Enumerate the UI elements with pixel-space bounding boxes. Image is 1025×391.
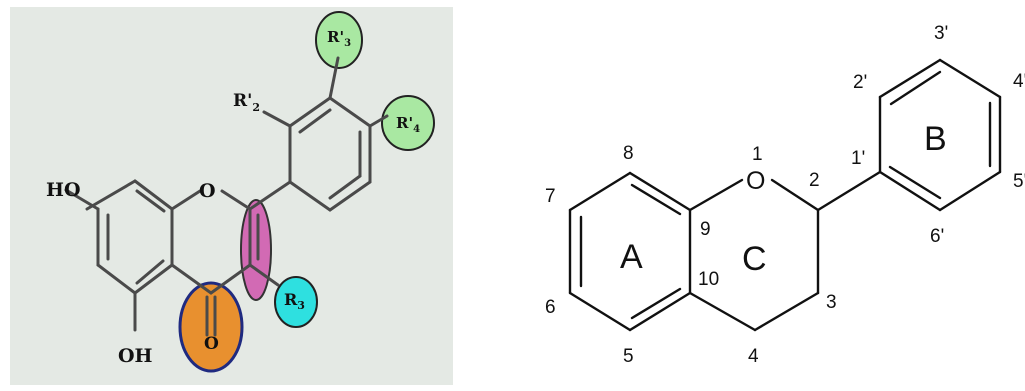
position-1-prime-label: 1'	[851, 148, 865, 169]
ring-b-right	[878, 58, 1002, 212]
ring-a-label: A	[620, 238, 643, 276]
position-8-label: 8	[623, 143, 634, 164]
position-6-label: 6	[545, 297, 556, 318]
ring-b-left	[262, 56, 389, 212]
position-6-prime-label: 6'	[930, 226, 944, 247]
oxygen-label: O	[746, 167, 765, 195]
r2-prime-label: R'2	[233, 91, 260, 114]
carbonyl-oxygen-label: O	[204, 334, 219, 354]
r4-prime-highlight	[381, 95, 435, 151]
position-5-prime-label: 5'	[1013, 171, 1025, 192]
position-4-label: 4	[748, 346, 759, 367]
position-2-label: 2	[809, 170, 820, 191]
position-3-prime-label: 3'	[934, 23, 948, 44]
ring-a-left	[64, 179, 174, 332]
ring-c-right	[688, 170, 882, 332]
r3-prime-highlight	[315, 11, 363, 69]
position-2-prime-label: 2'	[853, 72, 867, 93]
carbonyl-highlight	[178, 281, 244, 373]
ring-oxygen-label: O	[199, 180, 216, 202]
position-4-prime-label: 4'	[1013, 71, 1025, 92]
c2-c3-double-bond-highlight	[240, 199, 272, 301]
ring-c-label: C	[742, 240, 767, 278]
position-1-label: 1	[752, 144, 763, 165]
position-10-label: 10	[698, 269, 719, 290]
substituted-flavonol-panel: HO OH O O R3 R'2 R'3 R'4	[10, 7, 453, 385]
ring-b-label: B	[924, 120, 947, 158]
ring-a-right	[568, 171, 692, 332]
r3-prime-label: R'3	[327, 28, 351, 49]
flavan-skeleton-panel: A C B O 1 2 3 4 5 6 7 8 9 10 1' 2' 3' 4'…	[545, 23, 1025, 367]
position-5-label: 5	[623, 346, 634, 367]
r4-prime-label: R'4	[396, 114, 420, 135]
position-3-label: 3	[826, 292, 837, 313]
ring-c-left	[170, 180, 292, 337]
position-9-label: 9	[700, 219, 711, 240]
r3-label: R3	[284, 290, 305, 312]
r3-highlight	[274, 276, 318, 328]
hydroxyl-label-top: HO	[46, 179, 81, 201]
hydroxyl-label-bottom: OH	[118, 345, 153, 367]
position-7-label: 7	[545, 186, 556, 207]
